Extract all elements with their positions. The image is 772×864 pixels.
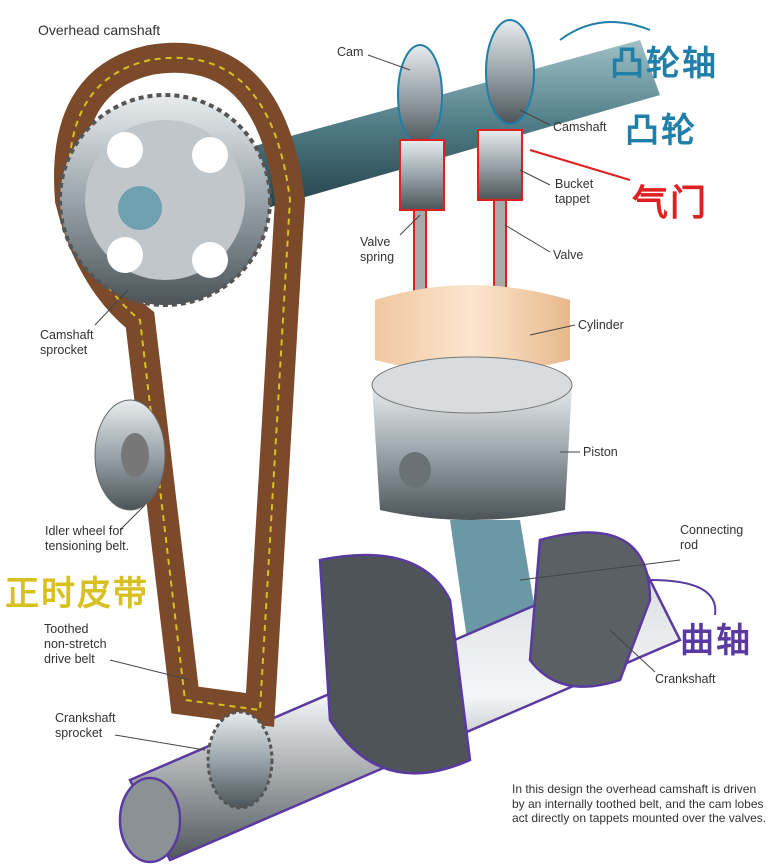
label-cylinder: Cylinder	[578, 318, 624, 332]
label-camshaft-sprocket: Camshaft sprocket	[40, 328, 94, 357]
label-camshaft: Camshaft	[553, 120, 607, 134]
annotation-valve-cn: 气门	[632, 183, 709, 224]
diagram-title: Overhead camshaft	[38, 22, 161, 38]
label-toothed-belt: Toothed non-stretch drive belt	[44, 622, 107, 666]
caption: In this design the overhead camshaft is …	[512, 782, 767, 825]
label-valve-spring: Valve spring	[360, 235, 395, 264]
label-piston: Piston	[583, 445, 618, 459]
idler-wheel	[94, 399, 166, 511]
valves	[395, 129, 525, 309]
crankshaft	[118, 531, 682, 864]
camshaft	[240, 19, 660, 210]
arrow-icon	[559, 21, 651, 41]
camshaft-sprocket	[58, 93, 272, 307]
leader-lines	[94, 54, 681, 751]
label-connecting-rod: Connecting rod	[680, 523, 744, 552]
arrow-icon	[529, 149, 631, 181]
arrow-icon	[649, 579, 717, 616]
annotation-crankshaft-cn: 曲轴	[680, 621, 752, 661]
label-idler-wheel: Idler wheel for tensioning belt.	[45, 524, 130, 553]
cylinder	[375, 285, 570, 373]
annotation-timing-belt-cn: 正时皮带	[5, 574, 149, 614]
label-cam: Cam	[337, 45, 364, 59]
annotation-camshaft-cn: 凸轮轴	[610, 44, 718, 84]
label-crankshaft-sprocket: Crankshaft sprocket	[55, 711, 116, 740]
crankshaft-sprocket	[206, 710, 274, 810]
label-bucket-tappet: Bucket tappet	[555, 177, 594, 206]
label-valve: Valve	[553, 248, 584, 262]
piston	[371, 356, 573, 520]
annotation-cam-cn: 凸轮	[625, 111, 697, 151]
label-crankshaft: Crankshaft	[655, 672, 716, 686]
